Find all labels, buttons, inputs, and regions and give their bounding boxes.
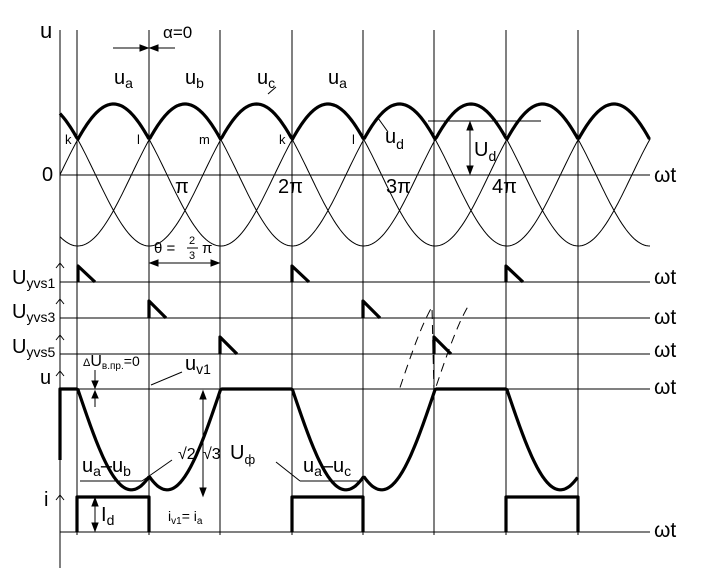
theta-numerator: 2 bbox=[189, 235, 195, 247]
theta-pi: π bbox=[202, 240, 212, 257]
omega-t-label-1: ωt bbox=[654, 164, 676, 187]
rectified-voltage-envelope bbox=[58, 102, 651, 141]
ud-mean-marker bbox=[428, 120, 541, 176]
axis-arrows bbox=[55, 262, 65, 501]
point-m: m bbox=[199, 132, 210, 147]
pi-label: π bbox=[175, 176, 189, 198]
sqrt3-label: √3 bbox=[203, 446, 221, 463]
phase-c-leader bbox=[267, 86, 277, 95]
ua-ub-leader bbox=[141, 459, 173, 482]
uyvs5-label: Uyvs5 bbox=[12, 336, 55, 360]
ud-mean-label: Ud bbox=[474, 139, 496, 164]
omega-t-label-4: ωt bbox=[654, 339, 676, 362]
point-l-2: l bbox=[352, 132, 355, 147]
i-axis-label: i bbox=[44, 489, 48, 511]
sqrt2-label: √2 bbox=[178, 446, 196, 463]
point-l-1: l bbox=[137, 132, 140, 147]
uv1-leader bbox=[150, 371, 183, 386]
ud-label: ud bbox=[385, 126, 404, 152]
valve-voltage-curve bbox=[58, 387, 579, 492]
theta-label: θ = bbox=[154, 240, 176, 257]
point-k-1: k bbox=[65, 132, 72, 147]
ua-uc-leader bbox=[275, 461, 301, 482]
alpha-marker bbox=[113, 44, 175, 52]
omega-t-label-3: ωt bbox=[654, 306, 676, 329]
omega-t-label-5: ωt bbox=[654, 376, 676, 399]
u-phi-label: Uф bbox=[230, 442, 255, 467]
valve-voltage-dashed-continuation bbox=[399, 302, 471, 393]
three-pi-label: 3π bbox=[386, 176, 411, 198]
alpha-label: α=0 bbox=[163, 23, 192, 42]
delta-u-arrows bbox=[91, 370, 99, 407]
u-axis-label: u bbox=[40, 18, 52, 43]
theta-denominator: 3 bbox=[189, 250, 195, 262]
valve-current-pulses bbox=[75, 495, 580, 532]
gate-pulses bbox=[76, 264, 525, 356]
omega-t-label-6: ωt bbox=[654, 519, 676, 542]
phase-b-label: ub bbox=[185, 67, 204, 91]
phase-c-label: uc bbox=[257, 67, 275, 91]
uv1-label: uv1 bbox=[185, 353, 211, 377]
phase-a-label: ua bbox=[114, 67, 133, 91]
ud-leader bbox=[377, 117, 389, 133]
point-k-2: k bbox=[279, 132, 286, 147]
phase-a-label-2: ua bbox=[328, 67, 347, 91]
ua-uc-label: ua–uc bbox=[303, 455, 351, 479]
four-pi-label: 4π bbox=[492, 176, 517, 198]
theta-interval-arrow bbox=[148, 259, 221, 267]
horizontal-axes bbox=[60, 174, 650, 533]
delta-u-label: ΔΔUUв.пр.=0 bbox=[83, 353, 140, 372]
omega-t-label-2: ωt bbox=[654, 266, 676, 289]
ua-ub-label: ua–ub bbox=[82, 455, 131, 479]
u-valve-axis-label: u bbox=[40, 367, 51, 389]
phase-a-curve bbox=[59, 103, 651, 247]
uyvs3-label: Uyvs3 bbox=[12, 301, 55, 325]
iv1-label: iv1= ia bbox=[168, 508, 203, 527]
id-arrow bbox=[91, 496, 99, 533]
zero-label: 0 bbox=[42, 164, 53, 186]
amplitude-arrow bbox=[199, 389, 207, 498]
id-label: Id bbox=[101, 504, 114, 528]
two-pi-label: 2π bbox=[278, 176, 303, 198]
uyvs1-label: Uyvs1 bbox=[12, 267, 55, 291]
